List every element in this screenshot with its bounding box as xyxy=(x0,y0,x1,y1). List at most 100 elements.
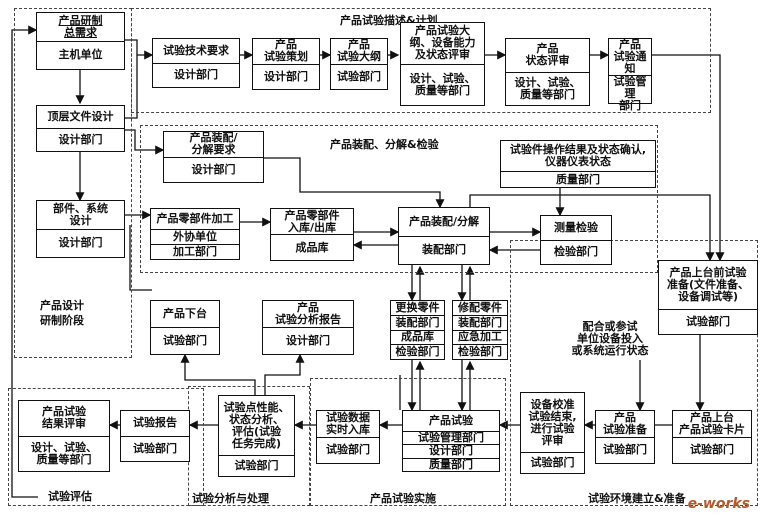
box-component-design: 部件、系统 设计 设计部门 xyxy=(36,200,125,258)
region-design xyxy=(14,8,132,358)
box-title: 试验点性能、 状态分析、 评估(试验 任务完成) xyxy=(223,400,290,450)
box-dept: 质量部门 xyxy=(501,171,655,187)
box-measurement-inspection: 测量检验 检验部门 xyxy=(540,215,612,265)
box-product-offstage: 产品下台 试验部门 xyxy=(150,300,220,355)
region-execution xyxy=(310,378,506,506)
box-dept: 试验管理部门 xyxy=(403,430,499,444)
region-evaluation-label: 试验评估 xyxy=(48,490,92,503)
box-dept: 设计部门 xyxy=(37,128,124,151)
box-analysis-report: 产品 试验分析报告 设计部门 xyxy=(262,300,354,355)
box-title: 产品 试验分析报告 xyxy=(275,301,341,326)
region-execution-label: 产品试验实施 xyxy=(370,492,436,505)
box-title: 产品上台 产品试验卡片 xyxy=(679,410,745,436)
box-dept: 设计、试验、 质量等部门 xyxy=(506,71,589,106)
box-status-review: 产品 状态评审 设计、试验、 质量等部门 xyxy=(505,38,590,106)
box-title: 测量检验 xyxy=(554,220,598,234)
box-dept: 应急加工 xyxy=(453,329,507,345)
box-calibration-review: 设备校准 试验结束, 进行试验 评审 试验部门 xyxy=(520,392,585,474)
box-cooperating-units: 配合或参试 单位设备投入 或系统运行状态 xyxy=(568,318,652,360)
box-dept: 检验部门 xyxy=(391,344,444,359)
box-dept: 成品库 xyxy=(391,329,444,345)
box-status-confirmation: 试验件操作结果及状态确认, 仪器仪表状态 质量部门 xyxy=(500,140,656,188)
box-dept: 试验部门 xyxy=(151,327,219,354)
box-title: 产品装配/分解 xyxy=(408,214,480,228)
watermark-logo: e-works xyxy=(687,496,750,512)
box-dept: 设计部门 xyxy=(37,228,124,258)
box-title: 试验报告 xyxy=(133,416,177,430)
box-dept: 试验部门 xyxy=(596,436,654,464)
box-dept: 试验部门 xyxy=(219,455,294,476)
region-assembly xyxy=(140,125,658,273)
box-title: 设备校准 试验结束, 进行试验 评审 xyxy=(528,397,577,447)
box-toplevel-design: 顶层文件设计 设计部门 xyxy=(36,105,125,152)
box-title: 产品下台 xyxy=(163,307,207,320)
box-dept: 成品库 xyxy=(271,234,353,260)
box-dept: 试验部门 xyxy=(317,436,379,464)
box-title: 顶层文件设计 xyxy=(47,110,114,123)
box-test-notice: 产品 试验通知 试验管理 部门 xyxy=(608,38,652,112)
box-title: 产品研制 总需求 xyxy=(58,13,103,39)
box-dept: 设计、试验、 质量等部门 xyxy=(401,63,484,106)
region-analysis-label: 试验分析与处理 xyxy=(192,492,269,505)
box-parts-processing: 产品零部件加工 外协单位 加工部门 xyxy=(150,208,240,260)
box-product-test-prep: 产品 试验准备 试验部门 xyxy=(595,410,655,464)
box-dept: 试验部门 xyxy=(121,435,189,462)
box-dept: 装配部门 xyxy=(399,235,489,265)
region-evaluation xyxy=(8,388,204,506)
box-assembly-disassembly: 产品装配/分解 装配部门 xyxy=(398,207,490,265)
box-dept: 试验部门 xyxy=(659,309,757,334)
box-title: 试验数据 实时入库 xyxy=(326,410,370,436)
box-dept: 加工部门 xyxy=(151,243,239,259)
box-dept: 设计部门 xyxy=(403,444,499,457)
box-replace-parts: 更换零件 装配部门 成品库 检验部门 xyxy=(390,300,445,360)
box-dept: 试验部门 xyxy=(331,63,387,90)
box-dept: 试验部门 xyxy=(521,452,584,473)
box-dept: 质量部门 xyxy=(403,457,499,471)
box-result-review: 产品试验 结果评审 设计、试验、 质量等部门 xyxy=(18,400,110,472)
box-dept: 检验部门 xyxy=(541,239,611,265)
box-dept: 外协单位 xyxy=(151,228,239,244)
box-title: 产品零部件加工 xyxy=(156,211,234,225)
box-title: 修配零件 xyxy=(458,300,502,314)
box-title: 产品 试验大纲 xyxy=(337,38,381,64)
box-outline-review: 产品试验大 纲、设备能力 及状态评审 设计、试验、 质量等部门 xyxy=(400,22,485,106)
box-dept: 检验部门 xyxy=(453,344,507,359)
box-title: 试验技术要求 xyxy=(163,43,229,57)
box-dept: 装配部门 xyxy=(391,314,444,330)
box-parts-storage: 产品零部件 入库/出库 成品库 xyxy=(270,208,354,261)
box-data-storage: 试验数据 实时入库 试验部门 xyxy=(316,410,380,464)
box-title: 配合或参试 单位设备投入 或系统运行状态 xyxy=(571,320,649,357)
box-test-outline: 产品 试验大纲 试验部门 xyxy=(330,38,388,90)
box-title: 产品 状态评审 xyxy=(525,42,570,68)
box-total-demand: 产品研制 总需求 主机单位 xyxy=(36,12,125,70)
box-dept: 装配部门 xyxy=(453,314,507,330)
box-title: 产品试验 结果评审 xyxy=(42,405,86,431)
region-environment xyxy=(510,240,758,506)
box-title: 更换零件 xyxy=(395,300,440,314)
box-assembly-requirements: 产品装配/ 分解要求 设计部门 xyxy=(163,131,264,183)
box-dept: 设计部门 xyxy=(153,62,239,88)
box-dept: 设计、试验、 质量等部门 xyxy=(19,435,109,472)
box-performance-analysis: 试验点性能、 状态分析、 评估(试验 任务完成) 试验部门 xyxy=(218,395,295,477)
box-title: 产品 试验准备 xyxy=(603,410,647,436)
box-title: 部件、系统 设计 xyxy=(53,201,108,227)
box-title: 产品试验 xyxy=(429,413,473,427)
region-assembly-label: 产品装配、分解&检验 xyxy=(330,138,439,151)
box-test-planning: 产品 试验策划 设计部门 xyxy=(252,38,320,90)
box-test-card: 产品上台 产品试验卡片 试验部门 xyxy=(672,410,752,464)
box-dept: 设计部门 xyxy=(253,63,319,90)
box-dept: 试验部门 xyxy=(673,436,751,464)
box-dept: 试验管理 部门 xyxy=(609,75,651,112)
box-title: 产品装配/ 分解要求 xyxy=(189,131,238,157)
box-dept: 主机单位 xyxy=(37,40,124,70)
box-test-report: 试验报告 试验部门 xyxy=(120,410,190,462)
region-environment-label: 试验环境建立&准备 xyxy=(588,492,686,505)
box-title: 产品试验大 纲、设备能力 及状态评审 xyxy=(409,24,476,62)
box-title: 试验件操作结果及状态确认, 仪器仪表状态 xyxy=(509,143,647,168)
box-title: 产品 试验通知 xyxy=(613,38,647,75)
box-title: 产品上台前试验 准备(文件准备、 设备调试等) xyxy=(666,266,750,303)
box-title: 产品 试验策划 xyxy=(264,38,308,64)
box-pre-test-preparation: 产品上台前试验 准备(文件准备、 设备调试等) 试验部门 xyxy=(658,260,758,335)
